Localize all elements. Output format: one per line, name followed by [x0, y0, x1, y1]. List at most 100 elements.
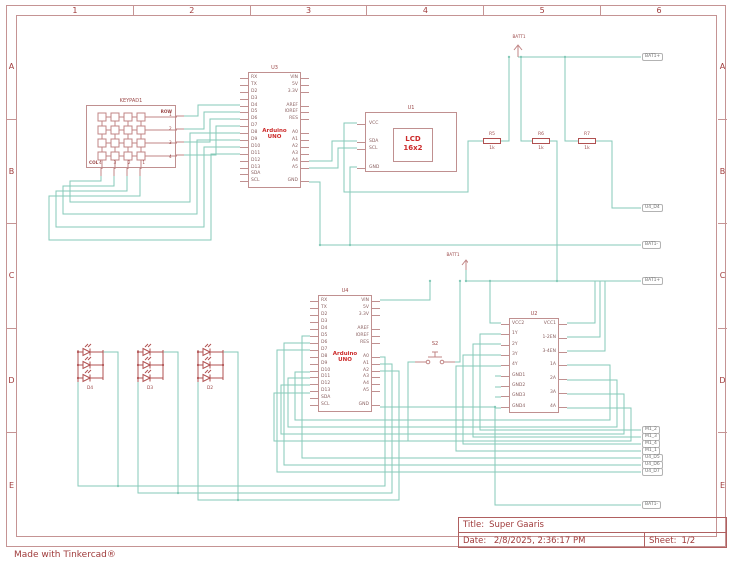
keypad-row-pin-label: 1: [169, 112, 172, 117]
pushbutton-ref: S2: [431, 341, 439, 347]
grid-row-label: D: [7, 329, 16, 434]
pin-label: D5: [309, 333, 330, 339]
arduino-u3-name: Arduino UNO: [262, 128, 287, 141]
pin-label: D3: [239, 96, 260, 102]
grid-column-label: 1: [17, 6, 134, 15]
grid-row-label: C: [7, 224, 16, 329]
title-row: Title: Super Gaaris: [459, 518, 726, 533]
pin-label: D8: [309, 354, 330, 360]
pin-label: D6: [239, 117, 260, 122]
sheet-label: Sheet:: [649, 535, 677, 546]
pin-label: A2: [356, 368, 381, 374]
pin-label: GND3: [500, 393, 526, 399]
tinkercad-credit: Made with Tinkercad®: [14, 550, 116, 560]
pin-label: VIN: [356, 298, 381, 304]
pin-label: D10: [239, 143, 261, 149]
lcd-component: U1 VCC SDA SCL GND LCD 16x2: [356, 105, 457, 172]
pin-label: TX: [309, 305, 330, 311]
pin-label: D9: [309, 361, 330, 367]
rgb-led-d4: D4: [70, 340, 110, 396]
pin-label: D10: [309, 367, 331, 373]
grid-column-label: 4: [367, 6, 485, 15]
pin-label: SCL: [357, 145, 378, 151]
grid-column-label: 5: [484, 6, 602, 15]
pin-label: GND: [356, 403, 381, 408]
keypad-col-pin-label: 3: [113, 159, 117, 165]
schematic-date: 2/8/2025, 2:36:17 PM: [493, 535, 586, 546]
net-flag: BAT1-: [642, 501, 662, 509]
rgb-led-d3: D3: [130, 340, 170, 396]
keypad-col-pin-label: 2: [127, 159, 131, 165]
battery-net-up: BATT1: [504, 34, 534, 60]
grid-row-label: E: [719, 480, 726, 490]
sheet-outer-border: [6, 5, 726, 547]
led-ref: D3: [146, 386, 154, 391]
pin-label: D6: [309, 340, 330, 346]
resistor-ref: R5: [489, 132, 495, 137]
keypad-row-pin-label: 3: [169, 139, 172, 145]
pin-label: RX: [239, 75, 260, 81]
pin-label: A1: [285, 137, 310, 143]
pin-label: 4Y: [500, 363, 525, 368]
sheet-number: 1/2: [681, 535, 696, 546]
sheet-cell: Sheet: 1/2: [644, 533, 726, 548]
led-ref: D4: [86, 386, 94, 391]
net-flag: BAT1+: [642, 277, 664, 285]
pin-label: D5: [239, 110, 260, 115]
title-label: Title:: [463, 520, 485, 530]
pin-label: GND: [356, 164, 380, 170]
pin-label: VIN: [285, 75, 310, 81]
pin-label: SCL: [239, 178, 260, 184]
pin-label: [356, 320, 369, 325]
keypad-grid-icon: [97, 112, 177, 169]
pin-label: [285, 97, 298, 102]
pin-label: D7: [309, 347, 330, 353]
pin-label: D4: [309, 326, 330, 332]
pin-label: D4: [239, 103, 260, 109]
pin-label: SDA: [309, 395, 331, 401]
pin-label: 4A: [542, 404, 567, 410]
driver-u2-ref: U2: [530, 311, 538, 317]
net-flag: BAT1+: [642, 53, 664, 61]
pin-label: 5V: [285, 82, 310, 88]
net-flag: U4_D7: [642, 468, 663, 476]
pin-label: A0: [356, 354, 381, 360]
grid-row-label: D: [718, 329, 727, 434]
pin-label: D2: [239, 89, 260, 95]
pin-label: GND: [285, 179, 310, 184]
arduino-u3-ref: U3: [271, 65, 278, 71]
pin-label: D8: [239, 131, 260, 136]
grid-row-label: B: [7, 120, 16, 225]
pin-label: 2A: [542, 376, 567, 382]
resistor-value: 1k: [538, 146, 544, 151]
grid-column-label: 6: [656, 6, 662, 15]
pin-label: SDA: [239, 171, 261, 177]
pin-label: RES: [356, 340, 381, 346]
battery-net-label: BATT1: [446, 252, 460, 257]
resistor-ref: R7: [584, 132, 590, 137]
pin-label: RX: [309, 298, 330, 304]
net-flag: BAT1-: [642, 241, 662, 249]
grid-row-label: A: [7, 15, 16, 120]
resistor-value: 1k: [584, 146, 590, 151]
pin-label: GND4: [500, 403, 526, 409]
pin-label: 3A: [542, 390, 567, 396]
pin-label: [356, 396, 369, 401]
pin-label: D11: [309, 374, 331, 380]
pin-label: D13: [309, 388, 331, 394]
pin-label: D2: [309, 312, 330, 318]
pin-label: IOREF: [284, 109, 310, 115]
pin-label: D7: [239, 124, 260, 129]
pin-label: A0: [285, 131, 310, 136]
pin-label: 3Y: [500, 352, 525, 358]
pin-label: SCL: [309, 402, 330, 408]
